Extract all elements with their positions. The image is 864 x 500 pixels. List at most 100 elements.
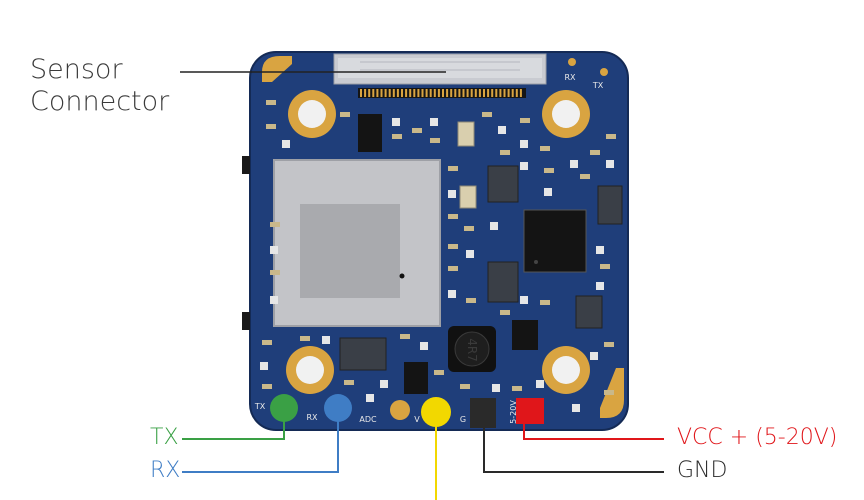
ic-package [575, 295, 603, 329]
sensor-label-line2: Connector [30, 86, 170, 117]
smd-part [340, 112, 350, 117]
smd-part [572, 404, 580, 412]
smd-part [590, 352, 598, 360]
smd-part [520, 162, 528, 170]
smd-part [520, 118, 530, 123]
gnd-label: GND [677, 458, 728, 483]
smd-components [260, 100, 616, 412]
smd-part [590, 150, 600, 155]
smd-part [464, 226, 474, 231]
smd-part [262, 384, 272, 389]
video-pad [421, 397, 451, 427]
smd-part [344, 380, 354, 385]
smd-part [270, 296, 278, 304]
test-pad [600, 68, 608, 76]
gnd-wire [483, 428, 664, 473]
ic-package [358, 114, 382, 152]
camera-pcb: 4R7 RX TX TX RX ADC V G 5-20V [242, 51, 629, 431]
ic-package [404, 362, 428, 394]
smd-part [492, 384, 500, 392]
smd-part [266, 124, 276, 129]
mounting-hole [542, 90, 590, 138]
smd-part [448, 166, 458, 171]
smd-part [448, 266, 458, 271]
rx-label: RX [150, 458, 181, 483]
smd-part [266, 100, 276, 105]
test-pad [568, 58, 576, 66]
smd-part [262, 340, 272, 345]
inductor-marking: 4R7 [465, 338, 479, 362]
rx-pad [324, 394, 352, 422]
smd-part [270, 222, 280, 227]
qfn-chip [523, 209, 587, 273]
smd-part [448, 214, 458, 219]
smd-part [536, 380, 544, 388]
tx-wire [182, 420, 285, 440]
smd-part [392, 118, 400, 126]
smd-part [270, 246, 278, 254]
silk-pad-tx: TX [254, 402, 266, 411]
smd-part [300, 336, 310, 341]
smd-part [420, 342, 428, 350]
smd-part [270, 270, 280, 275]
ic-package [487, 165, 519, 203]
smd-part [490, 222, 498, 230]
smd-part [596, 282, 604, 290]
smd-part [600, 264, 610, 269]
smd-part [512, 386, 522, 391]
smd-part [606, 134, 616, 139]
adc-pad [390, 400, 410, 420]
smd-part [392, 134, 402, 139]
smd-part [500, 150, 510, 155]
crystal [459, 185, 477, 209]
ic-package [512, 320, 538, 350]
smd-part [520, 296, 528, 304]
sensor-connector-label: Sensor Connector [30, 54, 169, 118]
smd-part [430, 118, 438, 126]
smd-part [460, 384, 470, 389]
smd-part [400, 334, 410, 339]
smd-part [448, 290, 456, 298]
crystal [457, 121, 475, 147]
smd-part [544, 188, 552, 196]
smd-part [606, 160, 614, 168]
tx-pad [270, 394, 298, 422]
smd-part [434, 370, 444, 375]
smd-part [482, 112, 492, 117]
silk-pad-v: V [414, 415, 420, 424]
smd-part [466, 250, 474, 258]
silk-pad-g: G [460, 415, 466, 424]
tx-label: TX [150, 425, 179, 450]
smd-part [448, 244, 458, 249]
vcc-pad [516, 398, 544, 424]
smd-part [466, 298, 476, 303]
rx-wire [182, 420, 339, 473]
side-tab [242, 312, 250, 330]
smd-part [282, 140, 290, 148]
silk-pad-vin: 5-20V [509, 400, 518, 424]
inductor: 4R7 [448, 326, 496, 372]
smd-part [380, 380, 388, 388]
ic-package [339, 337, 387, 371]
gnd-pad [470, 398, 496, 428]
smd-part [412, 128, 422, 133]
smd-part [322, 336, 330, 344]
smd-part [540, 146, 550, 151]
ic-package [487, 261, 519, 303]
smd-part [580, 174, 590, 179]
smd-part [498, 126, 506, 134]
smd-part [604, 342, 614, 347]
side-tab [242, 156, 250, 174]
smd-part [260, 362, 268, 370]
sensor-connector [333, 53, 547, 98]
smd-part [540, 300, 550, 305]
smd-part [366, 394, 374, 402]
smd-part [596, 246, 604, 254]
ic-package [597, 185, 623, 225]
smd-part [500, 310, 510, 315]
smd-part [604, 390, 614, 395]
silk-tx: TX [592, 81, 604, 90]
processor-shield [273, 159, 441, 327]
silk-pad-adc: ADC [359, 415, 377, 424]
